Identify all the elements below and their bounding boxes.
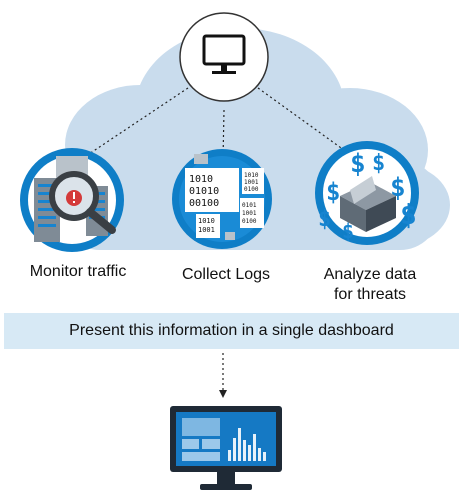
box-icon [340, 176, 396, 232]
binary-text: 1001 [244, 179, 259, 186]
dashboard-banner: Present this information in a single das… [4, 313, 459, 349]
binary-text: 1010 [244, 172, 259, 179]
collect-logs-icon: 1010 01010 00100 1010 1001 0100 1010 100… [172, 149, 272, 249]
monitor-traffic-label: Monitor traffic [29, 263, 127, 280]
collect-logs-label: Collect Logs [181, 266, 271, 283]
binary-text: 0100 [244, 186, 259, 193]
dollar-sign: $ [372, 151, 385, 176]
down-arrow [219, 353, 227, 398]
binary-text: 01010 [189, 186, 219, 197]
monitor-icon [202, 34, 246, 74]
binary-text: 0100 [242, 218, 257, 225]
dashboard-monitor-icon [170, 406, 282, 490]
analyze-data-icon: $ $ $ $ $ $ $ [315, 141, 419, 245]
binary-text: 1001 [242, 210, 257, 217]
binary-card-b: 1010 1001 0100 [242, 168, 264, 194]
binary-text: 1001 [198, 226, 215, 234]
analyze-data-line1: Analyze data [323, 266, 417, 283]
dollar-icon: $ $ $ $ $ $ $ [318, 149, 417, 243]
binary-text: 00100 [189, 198, 219, 209]
dollar-sign: $ [400, 198, 417, 231]
monitor-node [179, 12, 269, 102]
monitor-traffic-icon [20, 148, 124, 252]
analyze-data-line2: for threats [333, 286, 407, 303]
binary-card-d: 0101 1001 0100 [240, 198, 264, 228]
dollar-sign: $ [326, 178, 340, 206]
binary-text: 1010 [189, 174, 213, 185]
magnifier-icon [49, 171, 116, 234]
binary-text: 1010 [198, 217, 215, 225]
dollar-sign: $ [318, 207, 331, 232]
binary-card-a: 1010 01010 00100 [185, 168, 239, 212]
dollar-sign: $ [342, 219, 354, 243]
binary-card-c: 1010 1001 [196, 214, 220, 238]
binary-text: 0101 [242, 202, 257, 209]
dollar-sign: $ [350, 149, 366, 179]
analyze-data-label: Analyze data for threats [310, 265, 430, 305]
